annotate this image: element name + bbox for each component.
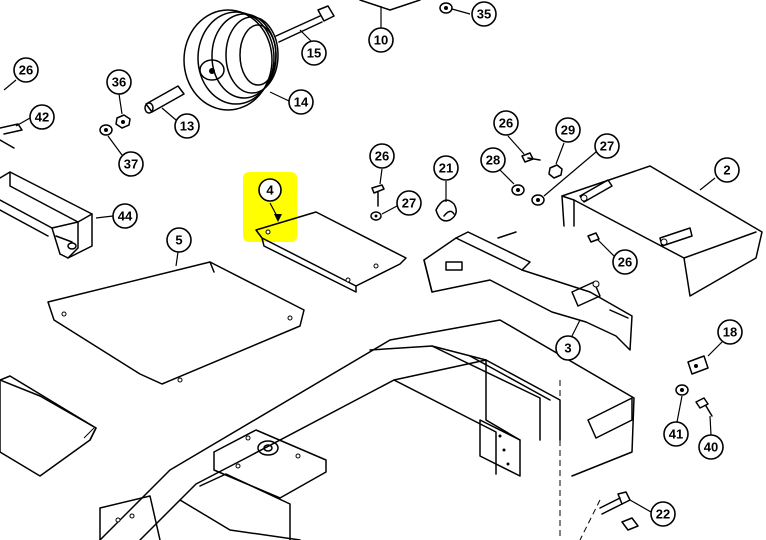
washer-27b	[531, 194, 545, 206]
svg-text:21: 21	[439, 161, 453, 176]
bolt-22	[599, 491, 639, 531]
cover-2	[561, 165, 763, 297]
nut-36	[115, 114, 131, 129]
washer-37	[99, 124, 113, 136]
callout-29[interactable]: 29	[555, 117, 581, 165]
callout-22[interactable]: 22	[629, 499, 676, 527]
svg-text:10: 10	[374, 33, 388, 48]
svg-text:26: 26	[499, 116, 513, 131]
svg-text:41: 41	[669, 427, 683, 442]
bolt-15	[275, 5, 335, 43]
pin-13	[144, 85, 185, 114]
callout-3[interactable]: 3	[555, 319, 581, 361]
svg-text:15: 15	[307, 46, 321, 61]
svg-text:26: 26	[19, 63, 33, 78]
svg-text:36: 36	[112, 75, 126, 90]
callout-26-top-right[interactable]: 26	[493, 110, 525, 155]
clip-21	[435, 199, 457, 222]
callout-26-plate4[interactable]: 26	[369, 143, 395, 185]
svg-text:26: 26	[375, 149, 389, 164]
svg-text:44: 44	[118, 209, 133, 224]
svg-text:42: 42	[35, 110, 49, 125]
plate-4	[255, 211, 407, 293]
svg-text:5: 5	[175, 233, 182, 248]
callout-2[interactable]: 2	[699, 157, 740, 191]
plate-5	[47, 261, 305, 385]
svg-text:27: 27	[402, 196, 416, 211]
svg-text:4: 4	[266, 183, 274, 198]
bolt-26-top	[521, 152, 541, 163]
callout-13[interactable]: 13	[161, 107, 200, 139]
callout-35[interactable]: 35	[451, 1, 497, 27]
washer-28	[511, 184, 525, 196]
callout-14[interactable]: 14	[269, 89, 314, 115]
washer-41	[675, 384, 689, 396]
bracket-3	[423, 231, 633, 351]
callout-4-highlight	[243, 172, 297, 242]
svg-text:26: 26	[618, 255, 632, 270]
callout-21[interactable]: 21	[433, 155, 459, 202]
channel-44	[0, 171, 93, 259]
svg-text:13: 13	[180, 119, 194, 134]
svg-text:29: 29	[561, 123, 575, 138]
callout-36[interactable]: 36	[106, 69, 132, 115]
svg-text:14: 14	[294, 95, 309, 110]
nut-29	[548, 164, 563, 179]
washer-27	[370, 211, 382, 221]
callout-40[interactable]: 40	[698, 415, 724, 460]
svg-text:35: 35	[477, 7, 491, 22]
svg-text:22: 22	[656, 507, 670, 522]
callout-27-top-right[interactable]: 27	[543, 133, 620, 197]
callout-42[interactable]: 42	[15, 104, 55, 130]
callout-37[interactable]: 37	[107, 135, 144, 177]
bracket-10	[359, 0, 421, 11]
left-hardware	[0, 123, 23, 149]
svg-text:2: 2	[723, 163, 730, 178]
callout-41[interactable]: 41	[663, 395, 689, 447]
pulley	[183, 9, 279, 111]
callout-26-cover[interactable]: 26	[597, 239, 638, 275]
screw-26-cover	[587, 232, 600, 243]
callout-15[interactable]: 15	[299, 29, 327, 66]
clip-18	[687, 355, 709, 375]
callout-44[interactable]: 44	[95, 203, 138, 229]
callout-4[interactable]: 4	[258, 178, 282, 222]
svg-text:37: 37	[124, 157, 138, 172]
svg-text:40: 40	[704, 440, 718, 455]
side-panel	[0, 375, 97, 441]
callout-26-top-left[interactable]: 26	[3, 57, 39, 91]
svg-text:18: 18	[723, 325, 737, 340]
svg-text:28: 28	[486, 153, 500, 168]
mower-deck-frame	[0, 319, 635, 540]
screw-26	[371, 184, 385, 207]
bolt-40	[695, 397, 713, 417]
callout-27-plate4[interactable]: 27	[381, 190, 422, 216]
washer-35	[439, 2, 453, 14]
callout-5[interactable]: 5	[166, 227, 192, 267]
svg-text:27: 27	[600, 139, 614, 154]
callout-10[interactable]: 10	[368, 6, 394, 53]
svg-text:3: 3	[564, 341, 571, 356]
callout-28[interactable]: 28	[480, 147, 515, 185]
callout-18[interactable]: 18	[707, 319, 743, 357]
